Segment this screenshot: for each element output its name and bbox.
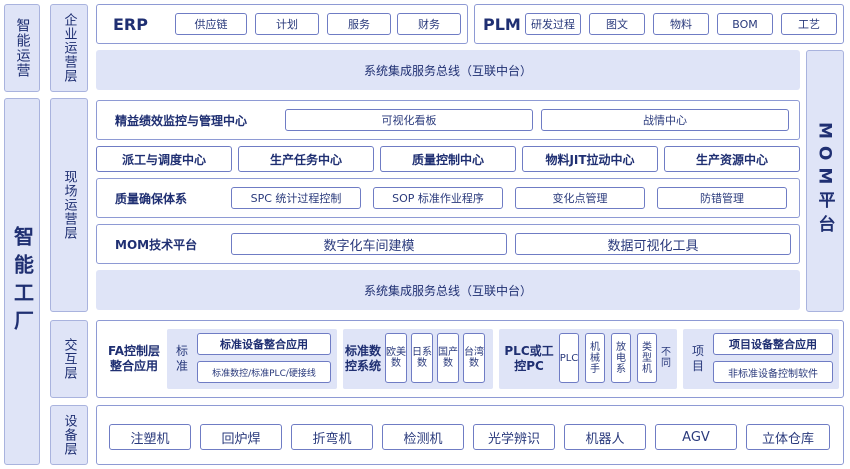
plc-item-extra: 不同: [661, 347, 671, 369]
device-item[interactable]: AGV: [655, 424, 737, 450]
fa-control-label: FA控制层整合应用: [107, 344, 161, 373]
plc-item[interactable]: PLC: [559, 333, 579, 383]
quality-item-sop[interactable]: SOP 标准作业程序: [373, 187, 503, 209]
cnc-item[interactable]: 国产数: [437, 333, 459, 383]
standard-tag: 标准: [175, 344, 188, 373]
device-item[interactable]: 检测机: [382, 424, 464, 450]
cnc-label: 标准数控系统: [345, 344, 382, 373]
mom-tech-row: MOM技术平台 数字化车间建模 数据可视化工具: [96, 224, 800, 264]
device-item[interactable]: 机器人: [564, 424, 646, 450]
erp-item[interactable]: 财务: [397, 13, 461, 35]
device-item[interactable]: 立体仓库: [746, 424, 830, 450]
quality-row: 质量确保体系 SPC 统计过程控制 SOP 标准作业程序 变化点管理 防错管理: [96, 178, 800, 218]
erp-item[interactable]: 计划: [255, 13, 319, 35]
erp-item[interactable]: 供应链: [175, 13, 247, 35]
quality-item-change[interactable]: 变化点管理: [515, 187, 645, 209]
smart-factory-label: 智能工厂: [4, 98, 40, 465]
layer-interaction: 交互层: [50, 320, 88, 398]
cnc-item[interactable]: 日系数: [411, 333, 433, 383]
device-item[interactable]: 注塑机: [109, 424, 191, 450]
proj-integration[interactable]: 项目设备整合应用: [713, 333, 833, 355]
device-item[interactable]: 光学辨识: [473, 424, 555, 450]
plc-label: PLC或工控PC: [504, 344, 554, 373]
std-integration[interactable]: 标准设备整合应用: [197, 333, 331, 355]
data-visual-tools[interactable]: 数据可视化工具: [515, 233, 791, 255]
plm-item[interactable]: 图文: [589, 13, 645, 35]
mom-platform: MOM平台: [806, 50, 844, 312]
project-tag: 项目: [691, 344, 704, 373]
mom-tech-title: MOM技术平台: [115, 237, 198, 252]
integration-bus-bottom: 系统集成服务总线（互联中台）: [96, 270, 800, 310]
plm-panel: PLM 研发过程 图文 物料 BOM 工艺: [474, 4, 844, 44]
center-dispatch[interactable]: 派工与调度中心: [96, 146, 232, 172]
visual-board[interactable]: 可视化看板: [285, 109, 533, 131]
quality-item-spc[interactable]: SPC 统计过程控制: [231, 187, 361, 209]
device-item[interactable]: 折弯机: [291, 424, 373, 450]
smart-operations-label: 智能运营: [4, 4, 40, 92]
device-item[interactable]: 回炉焊: [200, 424, 282, 450]
std-sub[interactable]: 标准数控/标准PLC/硬接线: [197, 361, 331, 383]
integration-bus-top: 系统集成服务总线（互联中台）: [96, 50, 800, 90]
erp-panel: ERP 供应链 计划 服务 财务: [96, 4, 468, 44]
plc-item[interactable]: 机械手: [585, 333, 605, 383]
plm-item[interactable]: 物料: [653, 13, 709, 35]
plm-item[interactable]: BOM: [717, 13, 773, 35]
plc-item[interactable]: 放电系: [611, 333, 631, 383]
war-room[interactable]: 战情中心: [541, 109, 789, 131]
center-production-resource[interactable]: 生产资源中心: [664, 146, 800, 172]
center-quality-control[interactable]: 质量控制中心: [380, 146, 516, 172]
interaction-panel: FA控制层整合应用 标准 标准设备整合应用 标准数控/标准PLC/硬接线 标准数…: [96, 320, 844, 398]
plm-title: PLM: [483, 14, 521, 34]
monitoring-title: 精益绩效监控与管理中心: [115, 113, 248, 128]
device-panel: 注塑机 回炉焊 折弯机 检测机 光学辨识 机器人 AGV 立体仓库: [96, 405, 844, 465]
cnc-item[interactable]: 台湾数: [463, 333, 485, 383]
monitoring-row: 精益绩效监控与管理中心 可视化看板 战情中心: [96, 100, 800, 140]
quality-title: 质量确保体系: [115, 191, 188, 206]
layer-field: 现场运营层: [50, 98, 88, 312]
erp-title: ERP: [113, 14, 148, 34]
center-material-jit[interactable]: 物料JIT拉动中心: [522, 146, 658, 172]
layer-device: 设备层: [50, 405, 88, 465]
cnc-item[interactable]: 欧美数: [385, 333, 407, 383]
erp-item[interactable]: 服务: [327, 13, 391, 35]
proj-sub[interactable]: 非标准设备控制软件: [713, 361, 833, 383]
plm-item[interactable]: 研发过程: [525, 13, 581, 35]
workshop-modeling[interactable]: 数字化车间建模: [231, 233, 507, 255]
layer-enterprise: 企业运营层: [50, 4, 88, 92]
plm-item[interactable]: 工艺: [781, 13, 837, 35]
plc-item[interactable]: 类型机: [637, 333, 657, 383]
quality-item-errorproof[interactable]: 防错管理: [657, 187, 787, 209]
center-production-task[interactable]: 生产任务中心: [238, 146, 374, 172]
